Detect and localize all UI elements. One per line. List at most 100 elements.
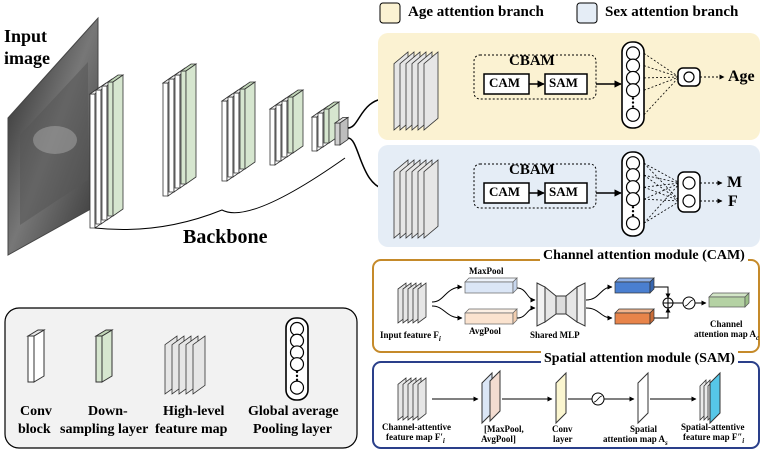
- age-cam-label: CAM: [489, 75, 521, 90]
- sex-legend-swatch: [576, 2, 598, 24]
- backbone-stack: [88, 63, 350, 229]
- backbone-final-front: [334, 122, 341, 146]
- legend-gap-node-5: [289, 380, 305, 395]
- age-gap-node-0: [625, 46, 641, 61]
- input-label-line2: image: [4, 48, 50, 68]
- sam-out-map-highlight: [709, 371, 721, 425]
- sex-fc-9: [643, 200, 681, 224]
- sex-output-m-label: M: [727, 174, 743, 191]
- backbone-conv-1-1-front: [168, 78, 175, 193]
- input-label-line1: Input: [4, 26, 48, 46]
- sex-fc-3: [643, 174, 681, 202]
- sex-feature-stack: [393, 159, 439, 239]
- sum-icon: [662, 297, 674, 309]
- age-gap-node-2: [625, 70, 641, 86]
- legend-gap-dot-0: [295, 370, 299, 374]
- age-fc-lines: [643, 53, 680, 116]
- backbone-conv-3-0-front: [269, 108, 276, 166]
- cam-upper-vector: [614, 277, 655, 294]
- age-gap-dot-0: [631, 97, 635, 100]
- legend-high-label-line2: feature map: [155, 422, 228, 437]
- sex-sam-label: SAM: [549, 184, 578, 199]
- age-gap-dot-2: [631, 105, 635, 108]
- cam-output-vector: [708, 292, 750, 308]
- sex-fc-5: [643, 186, 681, 202]
- backbone-conv-1-2-front: [174, 74, 181, 189]
- sam-pool-label-line1: [MaxPool,: [484, 424, 524, 434]
- legend-conv-shape: [26, 329, 46, 383]
- backbone-conv-3-1-front: [275, 104, 282, 162]
- cam-to-mlp-down: [516, 305, 536, 319]
- sam-pool-label-line2: AvgPool]: [481, 434, 516, 444]
- cam-maxpool-bar: [464, 277, 518, 294]
- sex-gap-node-0: [625, 156, 641, 171]
- sex-output-node-f: [682, 194, 696, 208]
- input-image: [7, 16, 99, 256]
- cam-lower-vector: [614, 308, 655, 325]
- sex-fc-1: [643, 162, 681, 202]
- legend-high-level-shape: [164, 335, 206, 395]
- age-gap-node-1: [625, 58, 641, 73]
- sam-conv-layer: [555, 371, 567, 425]
- age-gap-node-5: [625, 107, 641, 122]
- backbone-conv-4-1-front: [317, 112, 324, 148]
- sex-gap-node-3: [625, 192, 641, 207]
- sam-input-label-line1: Channel-attentive: [382, 422, 451, 432]
- sam-conv-label-line1: Conv: [552, 424, 573, 434]
- cam-avgpool-bar: [464, 308, 518, 325]
- backbone-conv-4-0-front: [311, 116, 318, 152]
- legend-gap-label-line2: Pooling layer: [253, 422, 332, 437]
- legend-down-shape: [94, 329, 114, 383]
- backbone-down-1-side: [185, 63, 197, 185]
- age-feature-stack: [393, 51, 439, 131]
- age-fc-4: [643, 76, 680, 116]
- cam-output-label-line1: Channel: [710, 319, 743, 329]
- age-output-label: Age: [728, 68, 755, 85]
- sex-gap-node-5: [625, 216, 641, 231]
- age-legend-swatch: [379, 2, 401, 24]
- legend-down-label-line2: sampling layer: [60, 422, 149, 437]
- sam-output-label-line2: feature map F″i: [683, 432, 745, 445]
- legend-gap-shape: [285, 317, 309, 401]
- sex-gap-dot-2: [631, 214, 635, 217]
- sex-output-node-m: [682, 176, 696, 190]
- backbone-down-4-front: [323, 108, 330, 144]
- backbone-down-3-side: [292, 89, 304, 154]
- cam-maxpool-label: MaxPool: [469, 266, 504, 276]
- age-sam-box: [544, 73, 588, 95]
- backbone-label: Backbone: [183, 226, 268, 248]
- backbone-conv-1-0-front: [162, 82, 169, 197]
- cam-output-label-line2: attention map Ac: [694, 329, 760, 342]
- sex-gap-node-1: [625, 168, 641, 183]
- sex-gap-node-2: [625, 180, 641, 195]
- sam-spatial-map: [637, 371, 649, 425]
- age-map-5: [423, 51, 439, 131]
- cam-module-title: Channel attention module (CAM): [540, 248, 748, 264]
- cam-split-down: [431, 305, 463, 321]
- sex-fc-6: [643, 182, 681, 200]
- sex-branch-legend-label: Sex attention branch: [605, 4, 739, 20]
- legend-gap-node-1: [289, 333, 305, 348]
- backbone-conv-2-0-front: [221, 100, 228, 182]
- backbone-conv-2-1-front: [227, 96, 234, 178]
- backbone-down-0-front: [107, 81, 114, 217]
- age-branch-legend-label: Age attention branch: [408, 4, 544, 20]
- legend-gap-label-line1: Global average: [248, 404, 339, 419]
- age-sam-label: SAM: [549, 75, 578, 90]
- backbone-down-1-front: [180, 70, 187, 185]
- sam-pool-maps: [481, 369, 501, 425]
- cam-input-stack: [397, 282, 427, 324]
- upper-to-sum: [654, 286, 671, 299]
- backbone-conv-0-0-front: [89, 93, 96, 229]
- sex-fc-0: [643, 162, 681, 184]
- sigmoid-icon: [682, 296, 696, 310]
- age-output-node: [683, 71, 695, 83]
- cam-split-up: [431, 284, 463, 303]
- legend-down-label-line1: Down-: [88, 404, 128, 419]
- sex-gap-dot-1: [631, 210, 635, 213]
- sex-output-f-label: F: [728, 193, 738, 210]
- legend-gap-node-3: [289, 357, 305, 372]
- sam-in-map-4: [417, 377, 427, 421]
- age-fc-0: [643, 53, 680, 78]
